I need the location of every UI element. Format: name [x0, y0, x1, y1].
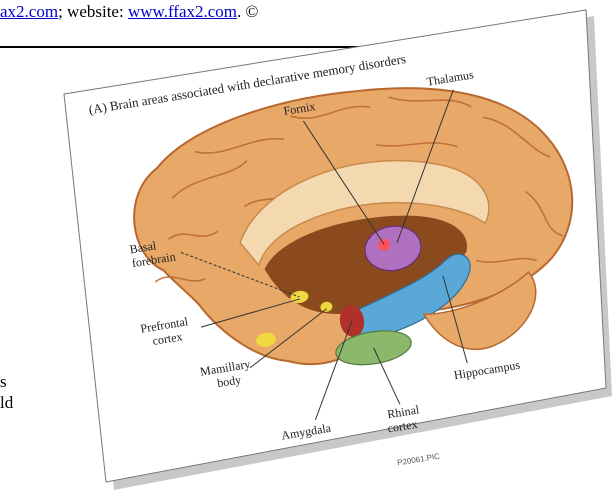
slide-card: (A) Brain areas associated with declarat…: [28, 4, 616, 494]
side-text-2: ld: [0, 393, 13, 413]
side-text-1: s: [0, 372, 7, 392]
slide-svg: (A) Brain areas associated with declarat…: [28, 4, 616, 494]
slide-footer: P20061.PIC: [397, 452, 441, 468]
